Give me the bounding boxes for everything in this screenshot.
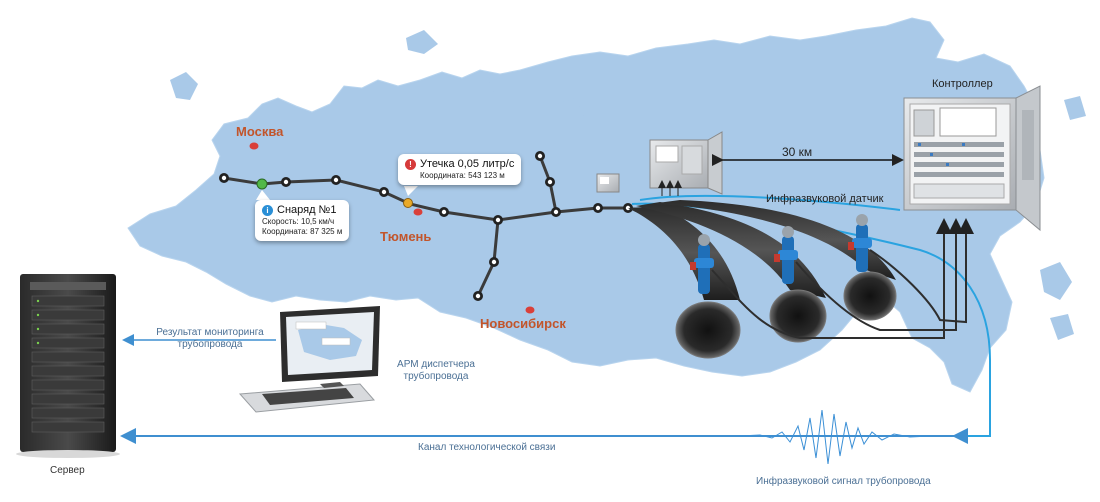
field-cabinets xyxy=(596,131,723,196)
pig-coord: Координата: 87 325 м xyxy=(262,227,343,236)
result-label-line2: трубопровода xyxy=(177,339,243,350)
city-dot-novosibirsk xyxy=(525,306,535,314)
city-dots xyxy=(249,142,535,314)
pig-title: Снаряд №1 xyxy=(277,204,337,216)
pipeline-node-leak xyxy=(403,198,413,208)
distance-label: 30 км xyxy=(782,145,813,159)
sensor-2-icon xyxy=(774,226,798,284)
arm-label-line2: трубопровода xyxy=(403,371,469,382)
pipeline-node xyxy=(489,257,499,267)
callout-pig-pointer xyxy=(256,190,270,200)
pipeline-node xyxy=(439,207,449,217)
controller-label: Контроллер xyxy=(932,78,993,90)
pipeline-node xyxy=(493,215,503,225)
info-icon: i xyxy=(262,205,273,216)
pipeline-node xyxy=(593,203,603,213)
sensor-label: Инфразвуковой датчик xyxy=(766,193,884,205)
pipeline-node xyxy=(379,187,389,197)
pipeline-node xyxy=(473,291,483,301)
pipeline-node xyxy=(219,173,229,183)
city-tyumen: Тюмень xyxy=(380,229,432,244)
pipe-sections xyxy=(628,200,897,359)
pipeline-node-pig xyxy=(256,178,268,190)
arm-label: АРМ диспетчера трубопровода xyxy=(386,359,486,383)
leak-title: Утечка 0,05 литр/с xyxy=(420,158,515,170)
signal-label: Инфразвуковой сигнал трубопровода xyxy=(756,476,931,487)
pipeline-node xyxy=(545,177,555,187)
result-label: Результат мониторинга трубопровода xyxy=(140,327,280,351)
alert-icon: ! xyxy=(405,159,416,170)
infrasound-sensors xyxy=(690,214,872,294)
pipeline-node xyxy=(331,175,341,185)
callout-leak-pointer xyxy=(404,186,418,196)
sensor-1-icon xyxy=(690,234,714,294)
city-dot-moscow xyxy=(249,142,259,150)
server-label: Сервер xyxy=(50,465,85,476)
infrasound-waveform xyxy=(739,409,931,465)
sensor-cables xyxy=(711,218,974,339)
controller-cabinet xyxy=(903,85,1041,232)
pipeline-node xyxy=(535,151,545,161)
arm-label-line1: АРМ диспетчера xyxy=(397,359,475,370)
pig-speed: Скорость: 10,5 км/ч xyxy=(262,217,335,226)
callout-pig: i Снаряд №1 Скорость: 10,5 км/ч Координат… xyxy=(255,200,350,241)
pipeline-node xyxy=(551,207,561,217)
sensor-3-icon xyxy=(848,214,872,272)
pipeline-nodes xyxy=(219,151,633,301)
result-label-line1: Результат мониторинга xyxy=(156,327,264,338)
channel-label: Канал технологической связи xyxy=(418,442,556,453)
server-icon xyxy=(16,274,120,458)
leak-coord: Координата: 543 123 м xyxy=(420,171,505,180)
pipeline-node xyxy=(281,177,291,187)
city-dot-tyumen xyxy=(413,208,423,216)
city-moscow: Москва xyxy=(236,124,284,139)
city-novosibirsk: Новосибирск xyxy=(480,316,566,331)
workstation-icon xyxy=(238,306,380,413)
callout-leak: ! Утечка 0,05 литр/с Координата: 543 123 … xyxy=(398,154,522,185)
